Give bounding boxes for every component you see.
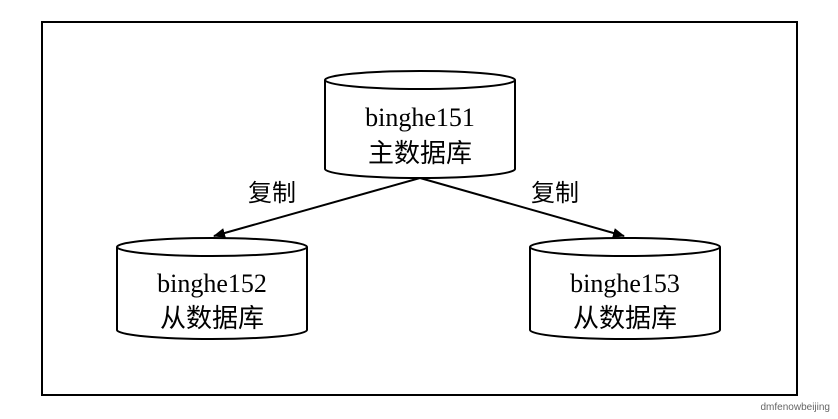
- slave-db-1-role: 从数据库: [160, 304, 264, 333]
- slave-db-2-cylinder: [529, 247, 721, 340]
- master-db-name: binghe151: [365, 103, 475, 132]
- master-db-cylinder: [324, 80, 516, 179]
- slave-db-2-name: binghe153: [570, 269, 680, 298]
- replication-arrow-right: [419, 177, 625, 238]
- watermark: dmfenowbeijing: [760, 402, 831, 413]
- slave-db-2-role: 从数据库: [573, 304, 677, 333]
- master-db-role: 主数据库: [368, 139, 472, 168]
- slave-db-1-name: binghe152: [157, 269, 267, 298]
- replication-label-left: 复制: [248, 180, 296, 207]
- replication-label-right: 复制: [531, 180, 579, 207]
- master-db-top: [324, 70, 516, 90]
- slave-db-1-top: [116, 237, 308, 257]
- slave-db-2-top: [529, 237, 721, 257]
- master-db-node: binghe151 主数据库: [324, 70, 516, 179]
- replication-arrow-left: [213, 177, 421, 238]
- slave-db-2-node: binghe153 从数据库: [529, 237, 721, 340]
- diagram-frame: [41, 21, 798, 396]
- slave-db-1-node: binghe152 从数据库: [116, 237, 308, 340]
- slave-db-1-cylinder: [116, 247, 308, 340]
